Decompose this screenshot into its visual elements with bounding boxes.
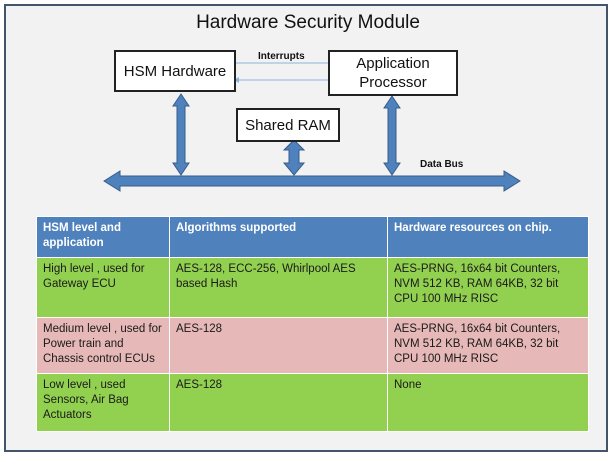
shared-ram-label: Shared RAM — [245, 116, 331, 134]
shared-ram-bus-arrow — [282, 139, 306, 176]
cell-algorithms: AES-128 — [169, 317, 388, 374]
cell-algorithms: AES-128 — [169, 373, 388, 432]
cell-resources: None — [387, 373, 589, 432]
header-resources: Hardware resources on chip. — [387, 216, 589, 258]
data-bus-label: Data Bus — [420, 159, 464, 170]
hsm-bus-arrow — [172, 93, 190, 176]
header-hsm-level: HSM level and application — [36, 216, 170, 258]
application-processor-box: Application Processor — [328, 50, 458, 96]
application-processor-label: Application Processor — [356, 55, 430, 91]
table-row-medium: Medium level , used for Power train and … — [36, 317, 589, 374]
cell-algorithms: AES-128, ECC-256, Whirlpool AES based Ha… — [169, 257, 388, 318]
diagram-frame: Hardware Security Module HSM Hardware Ap… — [4, 4, 608, 452]
data-bus-arrow — [103, 170, 521, 192]
cell-resources: AES-PRNG, 16x64 bit Counters, NVM 512 KB… — [387, 257, 589, 318]
hsm-levels-table: HSM level and application Algorithms sup… — [36, 216, 589, 432]
interrupts-label: Interrupts — [258, 51, 305, 62]
architecture-diagram — [103, 60, 521, 192]
hsm-hardware-box: HSM Hardware — [114, 50, 236, 92]
table-row-low: Low level , used Sensors, Air Bag Actuat… — [36, 373, 589, 432]
table-header-row: HSM level and application Algorithms sup… — [36, 216, 589, 258]
shared-ram-box: Shared RAM — [236, 108, 340, 142]
cell-level: High level , used for Gateway ECU — [36, 257, 170, 318]
cell-resources: AES-PRNG, 16x64 bit Counters, NVM 512 KB… — [387, 317, 589, 374]
cell-level: Medium level , used for Power train and … — [36, 317, 170, 374]
hsm-hardware-label: HSM Hardware — [123, 62, 227, 80]
page-title: Hardware Security Module — [196, 12, 420, 33]
table-row-high: High level , used for Gateway ECU AES-12… — [36, 257, 589, 318]
cell-level: Low level , used Sensors, Air Bag Actuat… — [36, 373, 170, 432]
header-algorithms: Algorithms supported — [169, 216, 388, 258]
interrupts-arrowhead-left — [234, 77, 239, 83]
app-processor-bus-arrow — [383, 95, 401, 176]
